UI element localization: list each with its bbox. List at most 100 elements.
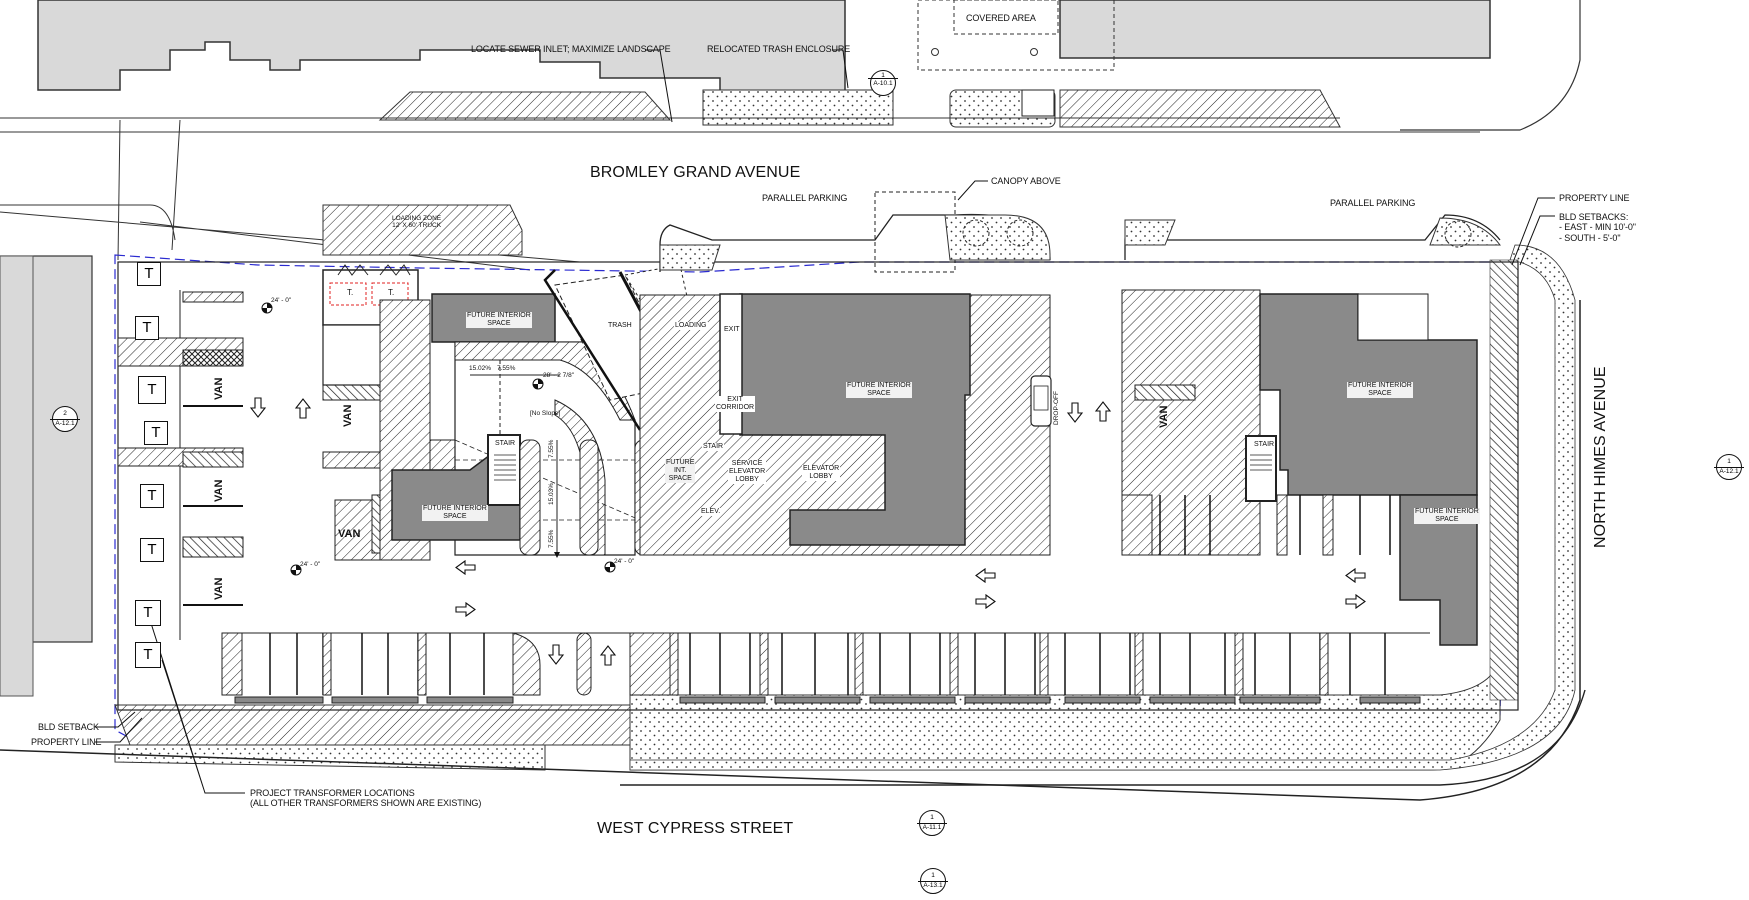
accessible-van-stall: VAN <box>338 528 361 540</box>
callout-covered-area: COVERED AREA <box>966 13 1036 23</box>
room-stair-west: STAIR <box>494 440 517 449</box>
room-service-elevator-lobby: SERVICE ELEVATOR LOBBY <box>728 460 767 485</box>
street-name-north: BROMLEY GRAND AVENUE <box>590 164 801 181</box>
transformer-existing-label: T. <box>388 288 395 297</box>
west-stalls <box>117 291 244 606</box>
room-exit-corridor: EXIT CORRIDOR <box>715 396 756 413</box>
arrow-up-1 <box>294 398 312 419</box>
room-future-interior-east: FUTURE INTERIOR SPACE <box>1347 382 1413 399</box>
section-marker-divider <box>1714 467 1744 468</box>
transformer-box: T <box>137 262 161 286</box>
section-marker-number: 2 <box>63 410 67 417</box>
section-marker-number: 1 <box>881 72 885 79</box>
street-name-south: WEST CYPRESS STREET <box>597 820 794 837</box>
section-marker-divider <box>917 823 947 824</box>
arrow-up-2 <box>599 645 617 666</box>
room-future-interior-se: FUTURE INTERIOR SPACE <box>1414 508 1480 525</box>
accessible-van-stall: VAN <box>1158 405 1170 428</box>
room-elev: ELEV. <box>700 508 722 517</box>
section-marker-south-2[interactable]: 1 A-13.1 <box>916 864 950 898</box>
callout-parallel-parking-2: PARALLEL PARKING <box>1330 198 1416 208</box>
section-marker-south-1[interactable]: 1 A-11.1 <box>915 806 949 840</box>
loading-zone-line1: LOADING ZONE <box>392 215 442 222</box>
callout-transformers: PROJECT TRANSFORMER LOCATIONS (ALL OTHER… <box>250 788 481 809</box>
callout-canopy-above: CANOPY ABOVE <box>991 176 1061 186</box>
arrow-down-3 <box>1066 402 1084 423</box>
section-marker-number: 1 <box>930 814 934 821</box>
room-trash: TRASH <box>607 322 633 331</box>
transformer-box: T <box>135 642 161 668</box>
callout-sewer-inlet: LOCATE SEWER INLET; MAXIMIZE LANDSCAPE <box>471 44 671 54</box>
section-marker-sheet: A-10.1 <box>873 80 893 87</box>
section-marker-sheet: A-12.1 <box>1719 468 1739 475</box>
transformer-box: T <box>135 600 161 626</box>
landscape-dots-north <box>702 89 894 126</box>
section-marker-sheet: A-13.1 <box>923 882 943 889</box>
spot-elevation-sw: 24' - 0" <box>300 561 321 568</box>
landscape-hatch-north-2 <box>1059 89 1341 128</box>
accessible-van-stall: VAN <box>213 377 225 400</box>
section-marker-sheet: A-11.1 <box>922 824 942 831</box>
transformers-line2: (ALL OTHER TRANSFORMERS SHOWN ARE EXISTI… <box>250 798 482 809</box>
arrow-down-2 <box>547 644 565 665</box>
transformer-box: T <box>135 316 159 340</box>
accessible-van-stall: VAN <box>213 577 225 600</box>
arrow-left-2 <box>975 567 996 584</box>
arrow-down-1 <box>249 397 267 418</box>
landscape-hatch-north-1 <box>378 91 672 121</box>
transformer-existing-label: T. <box>347 288 354 297</box>
section-marker-divider <box>918 881 948 882</box>
room-label-line: LOBBY <box>735 476 759 484</box>
transformers-line1: PROJECT TRANSFORMER LOCATIONS <box>250 788 415 798</box>
ramp-slope-v2: 15.03% <box>548 482 555 505</box>
room-label-line: SPACE <box>1435 516 1459 524</box>
accessible-van-stall: VAN <box>342 404 354 427</box>
room-label-line: FUTURE INTERIOR <box>1415 508 1479 515</box>
section-marker-number: 1 <box>931 872 935 879</box>
existing-building-north-west <box>37 0 846 96</box>
garage-outline <box>117 261 1519 711</box>
loading-zone-line2: 12' X 60' TRUCK <box>392 222 442 230</box>
transformer-box: T <box>138 376 166 404</box>
section-marker-divider <box>50 419 80 420</box>
section-marker-divider <box>868 78 898 79</box>
room-label-line: SPACE <box>443 513 467 521</box>
section-marker-circle <box>870 70 896 96</box>
section-marker-east[interactable]: 1 A-12.1 <box>1712 450 1746 484</box>
room-label-line: SERVICE <box>731 460 763 467</box>
spot-elevation-nw: 24' - 0" <box>271 297 292 304</box>
callout-property-line-south: PROPERTY LINE <box>31 737 102 747</box>
room-label-line: ELEVATOR <box>803 465 840 472</box>
room-label-line: LOBBY <box>809 473 833 481</box>
transformer-box: T <box>140 538 164 562</box>
existing-building-north-east <box>1059 0 1491 59</box>
landscape-dots-south-1 <box>114 744 546 771</box>
arrow-up-3 <box>1094 401 1112 422</box>
loading-zone-label: LOADING ZONE 12' X 60' TRUCK <box>392 215 441 230</box>
callout-parallel-parking-1: PARALLEL PARKING <box>762 193 848 203</box>
section-marker-number: 1 <box>1727 458 1731 465</box>
room-label-line: EXIT <box>727 396 743 403</box>
arrow-left-3 <box>1345 567 1366 584</box>
room-label-line: CORRIDOR <box>716 404 755 412</box>
room-label-line: ELEVATOR <box>729 468 766 476</box>
landscape-dots-east <box>629 244 1576 771</box>
room-stair-center: STAIR <box>702 443 725 452</box>
ramp-slope-v1: 7.55% <box>548 439 555 458</box>
room-loading: LOADING <box>674 322 708 331</box>
section-marker-west[interactable]: 2 A-12.1 <box>48 402 82 436</box>
room-label-line: INT. <box>673 467 687 475</box>
room-label-line: SPACE <box>867 390 891 398</box>
ramp-slope-2: 7.55% <box>497 365 516 372</box>
future-interior-se-block <box>1399 494 1478 646</box>
ramp-slope-v3: 7.55% <box>548 529 555 548</box>
section-marker-north[interactable]: 1 A-10.1 <box>866 66 900 100</box>
room-future-interior-nw: FUTURE INTERIOR SPACE <box>466 312 532 329</box>
room-label-line: FUTURE INTERIOR <box>847 382 911 389</box>
ramp-elevation: 28' - 2 7/8" <box>543 372 575 379</box>
section-marker-sheet: A-12.1 <box>55 420 75 427</box>
loading-zone <box>322 204 523 256</box>
accessible-van-stall: VAN <box>213 479 225 502</box>
room-label-line: FUTURE INTERIOR <box>467 312 531 319</box>
